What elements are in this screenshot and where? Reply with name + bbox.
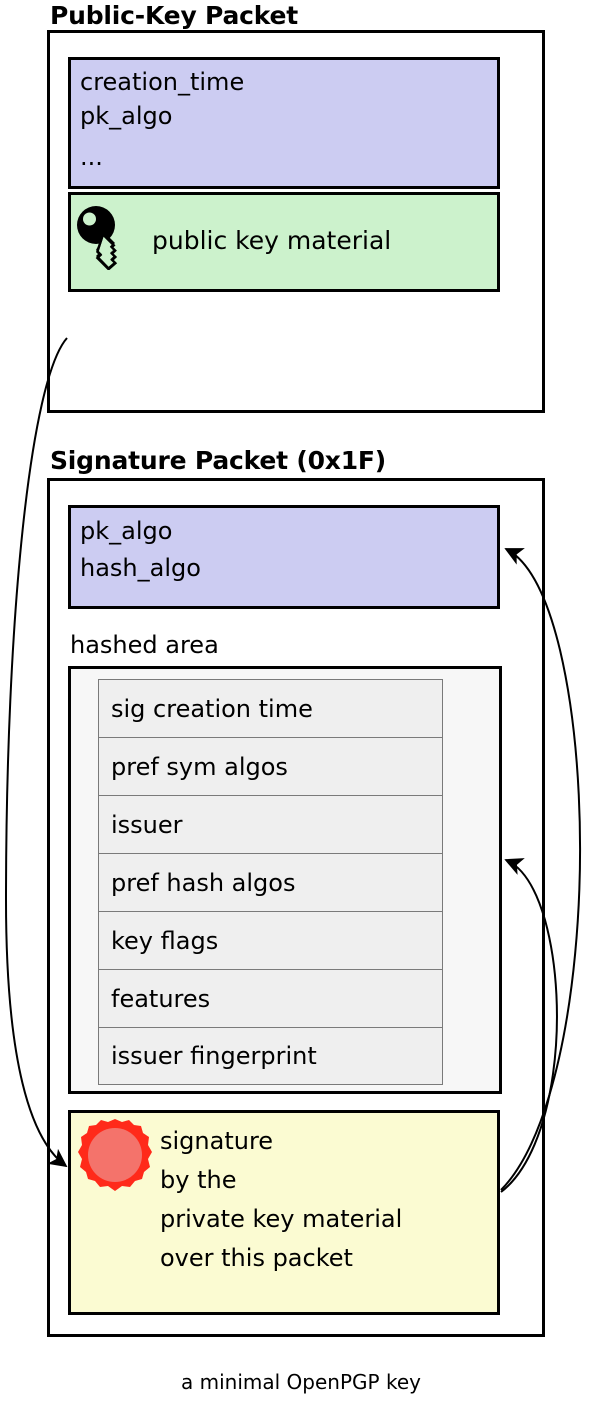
public-key-field-creation-time: creation_time — [80, 68, 245, 96]
diagram-caption: a minimal OpenPGP key — [181, 1370, 421, 1394]
public-key-field-pk-algo: pk_algo — [80, 102, 173, 130]
subpacket-row: issuer fingerprint — [98, 1027, 443, 1085]
signature-field-hash-algo: hash_algo — [80, 554, 201, 582]
subpacket-row: key flags — [98, 911, 443, 969]
signature-field-pk-algo: pk_algo — [80, 517, 173, 545]
subpacket-row: sig creation time — [98, 679, 443, 737]
hashed-area-box: sig creation time pref sym algos issuer … — [68, 666, 502, 1094]
public-key-header-fields-block — [68, 57, 500, 189]
subpacket-row: issuer — [98, 795, 443, 853]
public-key-field-ellipsis: ... — [80, 143, 103, 171]
signature-header-fields-block — [68, 505, 500, 609]
subpacket-row: features — [98, 969, 443, 1027]
subpacket-list: sig creation time pref sym algos issuer … — [98, 679, 443, 1085]
wax-seal-icon — [77, 1117, 153, 1193]
public-key-material-label: public key material — [152, 226, 392, 255]
signature-line-1: signature — [160, 1127, 274, 1155]
key-icon — [74, 204, 140, 271]
signature-line-2: by the — [160, 1166, 237, 1194]
signature-line-4: over this packet — [160, 1244, 353, 1272]
subpacket-row: pref sym algos — [98, 737, 443, 795]
signature-packet-title: Signature Packet (0x1F) — [50, 446, 387, 475]
subpacket-row: pref hash algos — [98, 853, 443, 911]
public-key-material-block — [68, 192, 500, 292]
signature-line-3: private key material — [160, 1205, 403, 1233]
public-key-packet-title: Public-Key Packet — [50, 1, 299, 30]
hashed-area-label: hashed area — [70, 631, 219, 659]
